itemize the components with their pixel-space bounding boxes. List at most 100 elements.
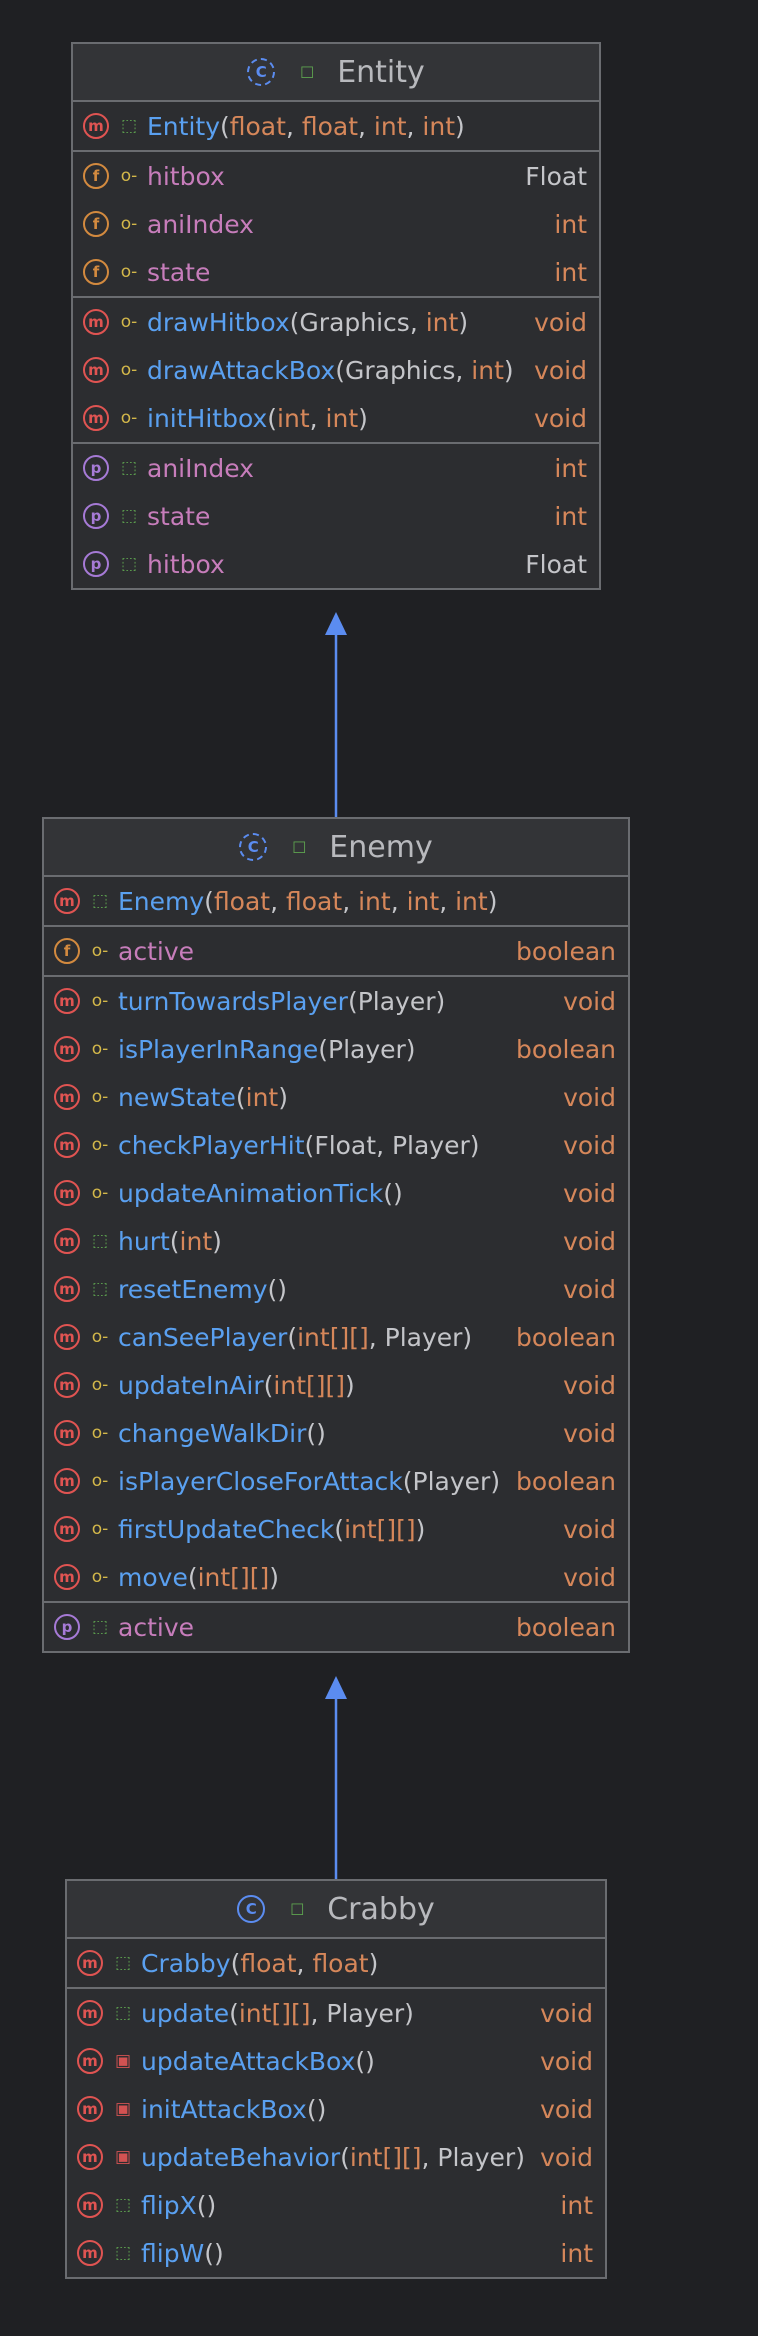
member-name: initHitbox <box>147 403 268 433</box>
return-type: void <box>540 2094 593 2124</box>
protected-visibility-icon: o‐ <box>120 360 138 380</box>
method-row[interactable]: m▣updateBehavior(int[][], Player)void <box>67 2133 605 2181</box>
member-name: drawHitbox <box>147 307 290 337</box>
member-name: hitbox <box>147 161 225 191</box>
member-args: (Player) <box>402 1466 501 1496</box>
method-row[interactable]: m⬚resetEnemy()void <box>44 1265 628 1313</box>
method-icon: m <box>54 1036 80 1062</box>
method-row[interactable]: m⬚Crabby(float, float) <box>67 1939 605 1987</box>
return-type: Float <box>525 161 587 191</box>
member-name: active <box>118 936 194 966</box>
member-args: () <box>306 2094 327 2124</box>
method-icon: m <box>54 1084 80 1110</box>
property-icon: p <box>83 551 109 577</box>
property-icon: p <box>83 503 109 529</box>
member-args: (Graphics, int) <box>289 307 469 337</box>
return-type: void <box>563 1082 616 1112</box>
method-icon: m <box>54 1228 80 1254</box>
method-row[interactable]: m⬚flipW()int <box>67 2229 605 2277</box>
member-name: update <box>141 1998 230 2028</box>
return-type: int <box>554 453 587 483</box>
method-row[interactable]: m⬚flipX()int <box>67 2181 605 2229</box>
arg-type: Player <box>437 2142 516 2172</box>
return-type: Float <box>525 549 587 579</box>
return-type: void <box>540 1998 593 2028</box>
return-type: void <box>534 355 587 385</box>
method-row[interactable]: m⬚Enemy(float, float, int, int, int) <box>44 877 628 925</box>
arg-type: int <box>425 307 459 337</box>
return-type: void <box>563 1418 616 1448</box>
method-icon: m <box>54 1564 80 1590</box>
member-name: flipW <box>141 2238 205 2268</box>
member-args: () <box>306 1418 326 1448</box>
method-icon: m <box>54 1276 80 1302</box>
return-type: boolean <box>516 936 616 966</box>
protected-visibility-icon: o‐ <box>91 1423 109 1443</box>
member-args: () <box>355 2046 375 2076</box>
method-row[interactable]: m▣updateAttackBox()void <box>67 2037 605 2085</box>
member-name: Enemy <box>118 886 205 916</box>
arg-type: Player <box>391 1130 470 1160</box>
member-args: (int) <box>235 1082 288 1112</box>
method-row[interactable]: m⬚Entity(float, float, int, int) <box>73 102 599 150</box>
class-header: C☐Enemy <box>44 819 628 877</box>
return-type: void <box>563 986 616 1016</box>
method-row[interactable]: m⬚update(int[][], Player)void <box>67 1989 605 2037</box>
arg-type: int <box>471 355 504 385</box>
method-row[interactable]: m⬚hurt(int)void <box>44 1217 628 1265</box>
member-args: () <box>196 2190 217 2220</box>
arg-type: int[][] <box>349 2142 422 2172</box>
return-type: void <box>534 403 587 433</box>
protected-visibility-icon: o‐ <box>91 991 109 1011</box>
private-visibility-icon: ▣ <box>114 2099 132 2119</box>
arg-type: int <box>373 111 407 141</box>
method-icon: m <box>54 888 80 914</box>
return-type: int <box>554 209 587 239</box>
member-args: () <box>204 2238 224 2268</box>
return-type: int <box>554 257 587 287</box>
member-name: Entity <box>147 111 220 141</box>
member-name: move <box>118 1562 188 1592</box>
arg-type: int[][] <box>197 1562 270 1592</box>
public-visibility-icon: ⬚ <box>120 458 138 478</box>
arg-type: int <box>245 1082 279 1112</box>
return-type: int <box>560 2190 593 2220</box>
return-type: void <box>534 307 587 337</box>
member-args: () <box>267 1274 288 1304</box>
member-name: flipX <box>141 2190 197 2220</box>
arg-type: float <box>312 1948 369 1978</box>
method-icon: m <box>83 357 109 383</box>
member-name: updateAnimationTick <box>118 1178 384 1208</box>
protected-visibility-icon: o‐ <box>91 1183 109 1203</box>
member-name: updateInAir <box>118 1370 264 1400</box>
method-row[interactable]: m▣initAttackBox()void <box>67 2085 605 2133</box>
member-args: (Player) <box>318 1034 416 1064</box>
arg-type: Player <box>326 1998 405 2028</box>
